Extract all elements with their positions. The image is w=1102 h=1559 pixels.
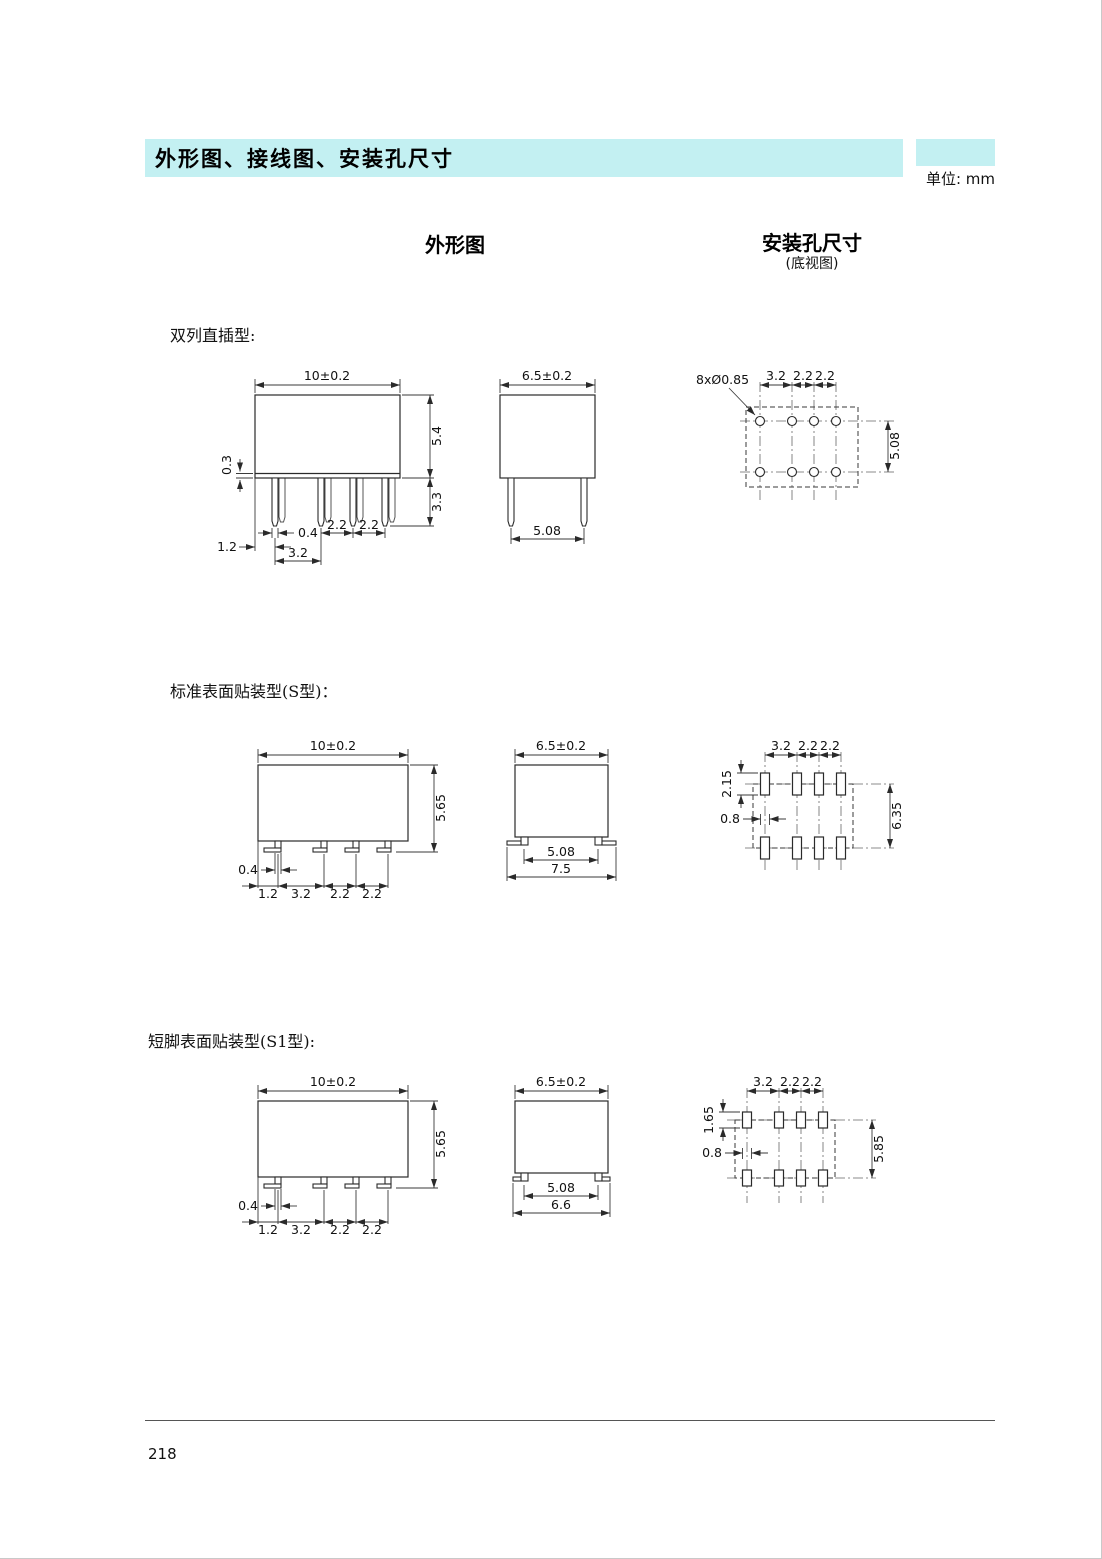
column-header-mounting-view: (底视图) <box>785 256 839 272</box>
pads-pitch2-dim: 2.2 <box>798 738 818 753</box>
smt-short-mounting-pads: 3.2 2.2 2.2 1.65 0.8 5.85 <box>701 1074 886 1203</box>
smt-side-width-dim: 6.5±0.2 <box>536 738 586 753</box>
dip-front-pitch3-dim: 2.2 <box>359 517 379 532</box>
smt-front-pitch3-dim: 2.2 <box>362 886 382 901</box>
relay-body-outline <box>514 1100 609 1174</box>
relay-footprint-outline <box>734 1119 836 1179</box>
smt-side-pitch-dim: 5.08 <box>547 844 575 859</box>
dip-front-pinwidth-dim: 0.4 <box>298 525 318 540</box>
smt-short-front-view: 10±0.2 5.65 0.4 1.2 3.2 <box>238 1074 448 1237</box>
smt-front-width-dim: 10±0.2 <box>310 738 356 753</box>
smt-short-front-offset-dim: 1.2 <box>258 1222 278 1237</box>
smt-side-view: 6.5±0.2 5.08 7.5 <box>506 738 617 881</box>
dip-side-pitch-dim: 5.08 <box>533 523 561 538</box>
relay-body-outline <box>254 394 401 479</box>
section-label-dip: 双列直插型: <box>170 326 256 345</box>
dip-front-pitch2-dim: 2.2 <box>327 517 347 532</box>
pads-row-pitch-dim: 5.85 <box>871 1135 886 1163</box>
holes-row-pitch-dim: 5.08 <box>887 432 902 460</box>
dip-front-width-dim: 10±0.2 <box>304 368 350 383</box>
footer-divider <box>145 1420 995 1421</box>
smt-short-diagram: 10±0.2 5.65 0.4 1.2 3.2 <box>238 1074 886 1237</box>
smt-mounting-pads: 3.2 2.2 2.2 2.15 0.8 6.35 <box>719 738 904 872</box>
relay-body-outline <box>257 1100 409 1178</box>
smt-front-pinwidth-dim: 0.4 <box>238 862 258 877</box>
smt-short-front-pitch2-dim: 2.2 <box>330 1222 350 1237</box>
smt-short-front-width-dim: 10±0.2 <box>310 1074 356 1089</box>
page-title: 外形图、接线图、安装孔尺寸 <box>155 147 454 171</box>
pads-pitch3-dim: 2.2 <box>802 1074 822 1089</box>
dip-front-height-dim: 5.4 <box>429 426 444 446</box>
dip-front-pitch1-dim: 3.2 <box>288 545 308 560</box>
pads-width-dim: 0.8 <box>702 1145 722 1160</box>
pads-pitch1-dim: 3.2 <box>771 738 791 753</box>
smt-front-pitch2-dim: 2.2 <box>330 886 350 901</box>
dip-side-view: 6.5±0.2 5.08 <box>499 368 596 544</box>
pads-height-dim: 2.15 <box>719 770 734 798</box>
holes-pitch3-dim: 2.2 <box>815 368 835 383</box>
header-bar: 外形图、接线图、安装孔尺寸 <box>145 139 903 177</box>
dip-front-lead-dim: 3.3 <box>429 492 444 512</box>
smt-diagram: 10±0.2 5.65 0.4 1.2 3.2 <box>238 738 904 901</box>
pads-pitch3-dim: 2.2 <box>820 738 840 753</box>
dip-side-width-dim: 6.5±0.2 <box>522 368 572 383</box>
relay-body-outline <box>514 764 609 838</box>
dip-mounting-holes: 3.2 2.2 2.2 8xØ0.85 5.08 <box>696 368 902 501</box>
smt-short-side-view: 6.5±0.2 5.08 6.6 <box>512 1074 611 1217</box>
smt-side-overall-dim: 7.5 <box>551 861 571 876</box>
header-accent-box <box>916 139 995 166</box>
smt-short-side-width-dim: 6.5±0.2 <box>536 1074 586 1089</box>
column-header-mounting: 安装孔尺寸 <box>762 231 862 255</box>
holes-callout-label: 8xØ0.85 <box>696 372 749 387</box>
unit-label: 单位: mm <box>925 170 995 188</box>
pads-pitch2-dim: 2.2 <box>780 1074 800 1089</box>
smt-front-offset-dim: 1.2 <box>258 886 278 901</box>
dip-front-view: 10±0.2 5.4 3.3 0.3 <box>217 368 444 565</box>
smt-front-pitch1-dim: 3.2 <box>291 886 311 901</box>
holes-pitch1-dim: 3.2 <box>766 368 786 383</box>
dip-front-offset-dim: 1.2 <box>217 539 237 554</box>
pads-height-dim: 1.65 <box>701 1106 716 1134</box>
dip-diagram: 10±0.2 5.4 3.3 0.3 <box>217 368 902 565</box>
smt-short-front-pinwidth-dim: 0.4 <box>238 1198 258 1213</box>
pads-row-pitch-dim: 6.35 <box>889 802 904 830</box>
dip-front-standoff-dim: 0.3 <box>219 455 234 475</box>
relay-footprint-outline <box>745 406 859 488</box>
pads-pitch1-dim: 3.2 <box>753 1074 773 1089</box>
smt-short-front-pitch3-dim: 2.2 <box>362 1222 382 1237</box>
page-number: 218 <box>148 1445 177 1463</box>
relay-body-outline <box>257 764 409 842</box>
relay-body-outline <box>499 394 596 479</box>
section-label-smt: 标准表面贴装型(S型)： <box>170 682 338 701</box>
smt-short-side-pitch-dim: 5.08 <box>547 1180 575 1195</box>
smt-front-height-dim: 5.65 <box>433 794 448 822</box>
column-header-outline: 外形图 <box>425 233 485 257</box>
smt-short-front-height-dim: 5.65 <box>433 1130 448 1158</box>
smt-short-side-overall-dim: 6.6 <box>551 1197 571 1212</box>
smt-short-front-pitch1-dim: 3.2 <box>291 1222 311 1237</box>
holes-pitch2-dim: 2.2 <box>793 368 813 383</box>
smt-front-view: 10±0.2 5.65 0.4 1.2 3.2 <box>238 738 448 901</box>
section-label-smt-short: 短脚表面贴装型(S1型): <box>148 1032 316 1051</box>
pads-width-dim: 0.8 <box>720 811 740 826</box>
